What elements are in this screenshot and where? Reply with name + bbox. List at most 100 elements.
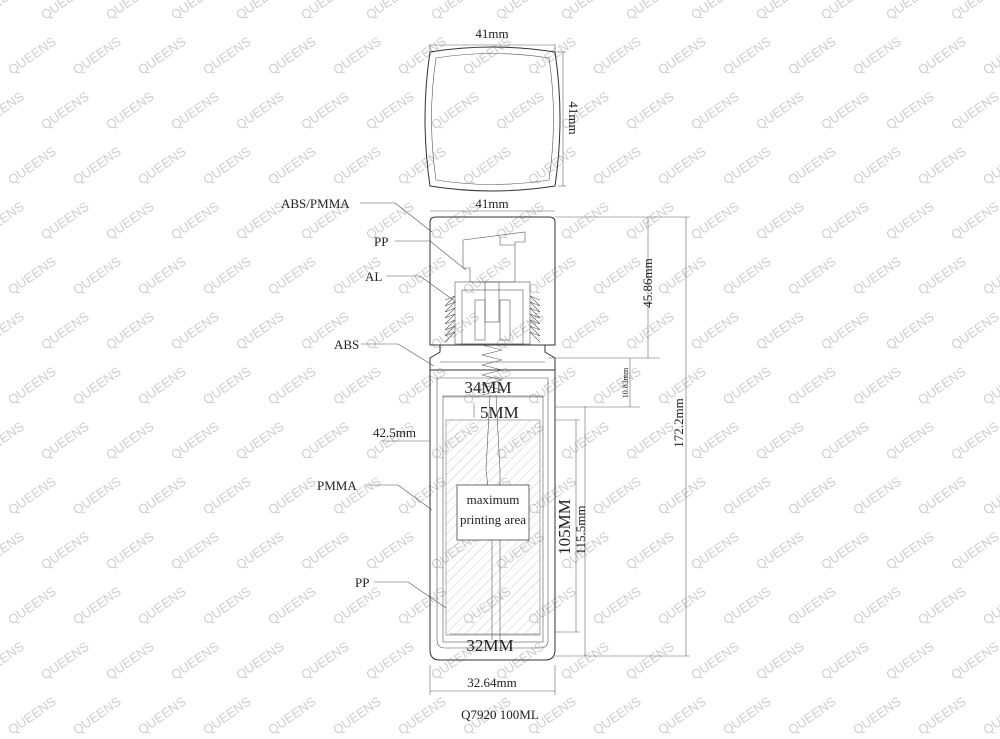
watermark-text: QUEENS xyxy=(623,418,677,462)
watermark-text: QUEENS xyxy=(753,638,807,682)
watermark-text: QUEENS xyxy=(135,693,189,737)
watermark-text: QUEENS xyxy=(103,88,157,132)
watermark-text: QUEENS xyxy=(980,253,1000,297)
watermark-text: QUEENS xyxy=(655,583,709,627)
watermark-text: QUEENS xyxy=(135,583,189,627)
watermark-text: QUEENS xyxy=(233,418,287,462)
watermark-text: QUEENS xyxy=(428,0,482,22)
watermark-text: QUEENS xyxy=(883,88,937,132)
cap-top-view xyxy=(424,46,561,192)
watermark-text: QUEENS xyxy=(590,693,644,737)
watermark-text: QUEENS xyxy=(688,0,742,22)
watermark-text: QUEENS xyxy=(493,308,547,352)
watermark-text: QUEENS xyxy=(363,528,417,572)
watermark-text: QUEENS xyxy=(948,308,1000,352)
watermark-text: QUEENS xyxy=(883,308,937,352)
watermark-text: QUEENS xyxy=(493,0,547,22)
pump-height-dimension: 45.86mm xyxy=(548,216,690,359)
side-offset-label: 42.5mm xyxy=(373,425,416,440)
watermark-text: QUEENS xyxy=(688,308,742,352)
watermark-text: QUEENS xyxy=(298,638,352,682)
watermark-text: QUEENS xyxy=(70,473,124,517)
watermark-text: QUEENS xyxy=(168,418,222,462)
watermark-text: QUEENS xyxy=(980,33,1000,77)
watermark-text: QUEENS xyxy=(850,473,904,517)
watermark-text: QUEENS xyxy=(70,143,124,187)
watermark-text: QUEENS xyxy=(785,583,839,627)
watermark-text: QUEENS xyxy=(298,418,352,462)
watermark-text: QUEENS xyxy=(395,583,449,627)
watermark-text: QUEENS xyxy=(720,143,774,187)
watermark-text: QUEENS xyxy=(5,143,59,187)
total-height-dimension: 172.2mm xyxy=(555,217,690,657)
print-area-line1: maximum xyxy=(467,492,520,507)
watermark-text: QUEENS xyxy=(428,88,482,132)
watermark-text: QUEENS xyxy=(168,198,222,242)
watermark-text: QUEENS xyxy=(103,198,157,242)
material-inner: PP xyxy=(355,575,369,590)
watermark-text: QUEENS xyxy=(200,473,254,517)
watermark-text: QUEENS xyxy=(688,88,742,132)
watermark-text: QUEENS xyxy=(0,638,27,682)
watermark-text: QUEENS xyxy=(298,0,352,22)
bottom-width-label: 32.64mm xyxy=(467,675,516,690)
watermark-text: QUEENS xyxy=(70,33,124,77)
watermark-text: QUEENS xyxy=(38,308,92,352)
watermark-text: QUEENS xyxy=(818,308,872,352)
watermark-text: QUEENS xyxy=(363,198,417,242)
watermark-text: QUEENS xyxy=(200,253,254,297)
watermark-text: QUEENS xyxy=(558,308,612,352)
watermark-text: QUEENS xyxy=(395,473,449,517)
watermark-text: QUEENS xyxy=(330,33,384,77)
watermark-text: QUEENS xyxy=(753,88,807,132)
print-height-dimension: 105MM xyxy=(555,419,580,633)
watermark-text: QUEENS xyxy=(948,418,1000,462)
watermark-text: QUEENS xyxy=(623,88,677,132)
cap-width-label: 41mm xyxy=(475,26,508,41)
watermark-text: QUEENS xyxy=(395,693,449,737)
watermark-text: QUEENS xyxy=(818,418,872,462)
watermark-text: QUEENS xyxy=(460,253,514,297)
watermark-text: QUEENS xyxy=(233,308,287,352)
watermark-text: QUEENS xyxy=(623,308,677,352)
material-actuator: PP xyxy=(374,234,388,249)
bottom-width-dimension: 32.64mm xyxy=(429,665,556,695)
watermark-text: QUEENS xyxy=(0,308,27,352)
watermark-text: QUEENS xyxy=(363,308,417,352)
watermark-text: QUEENS xyxy=(428,198,482,242)
watermark-text: QUEENS xyxy=(590,363,644,407)
watermark-text: QUEENS xyxy=(883,0,937,22)
watermark-text: QUEENS xyxy=(70,363,124,407)
watermark-text: QUEENS xyxy=(265,363,319,407)
watermark-text: QUEENS xyxy=(103,0,157,22)
watermark-text: QUEENS xyxy=(135,253,189,297)
watermark-text: QUEENS xyxy=(688,638,742,682)
watermark-text: QUEENS xyxy=(200,693,254,737)
print-height-label: 105MM xyxy=(555,499,574,555)
material-shoulder: ABS xyxy=(334,337,359,352)
watermark-text: QUEENS xyxy=(980,363,1000,407)
watermark-text: QUEENS xyxy=(720,253,774,297)
watermark-text: QUEENS xyxy=(948,0,1000,22)
watermark-text: QUEENS xyxy=(363,0,417,22)
print-area-box xyxy=(456,484,530,541)
top-width-label: 41mm xyxy=(475,196,508,211)
watermark-text: QUEENS xyxy=(720,363,774,407)
material-callouts: ABS/PMMA PP AL ABS PMMA PP xyxy=(281,196,467,609)
watermark-text: QUEENS xyxy=(38,418,92,462)
watermark-text: QUEENS xyxy=(38,198,92,242)
watermark-text: QUEENS xyxy=(233,528,287,572)
watermark-text: QUEENS xyxy=(948,88,1000,132)
watermark-text: QUEENS xyxy=(0,528,27,572)
watermark-text: QUEENS xyxy=(525,253,579,297)
watermark-text: QUEENS xyxy=(655,33,709,77)
watermark-text: QUEENS xyxy=(558,0,612,22)
model-caption: Q7920 100ML xyxy=(461,707,539,722)
watermark-text: QUEENS xyxy=(850,693,904,737)
watermark-text: QUEENS xyxy=(135,473,189,517)
print-area-line2: printing area xyxy=(460,512,526,527)
watermark-text: QUEENS xyxy=(850,33,904,77)
watermark-text: QUEENS xyxy=(38,528,92,572)
